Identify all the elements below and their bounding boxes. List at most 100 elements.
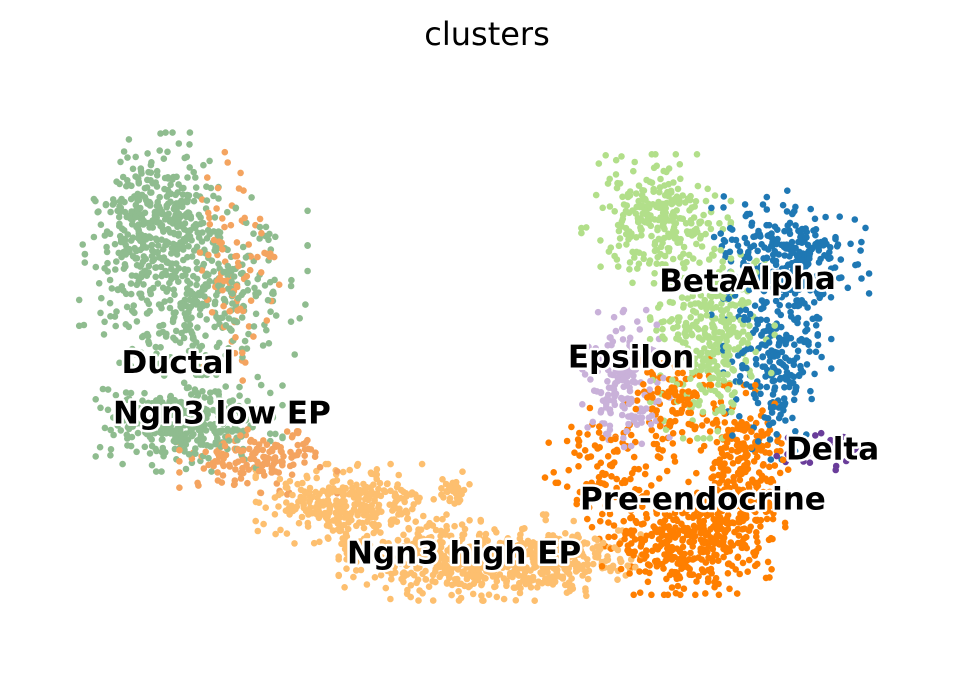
scatter-point [687,375,694,383]
scatter-point [102,201,110,209]
scatter-point [767,353,774,360]
scatter-point [814,331,822,338]
scatter-point [570,517,577,525]
scatter-point [587,376,594,383]
scatter-point [805,441,812,449]
scatter-point [726,585,733,593]
scatter-point [704,349,712,357]
scatter-point [673,207,680,214]
scatter-point [217,419,224,427]
scatter-point [677,253,684,261]
scatter-point [347,554,355,562]
scatter-point [602,497,610,504]
scatter-point [661,225,668,233]
scatter-point [763,254,771,262]
scatter-point [387,595,394,603]
scatter-point [715,505,722,512]
scatter-point [214,408,221,416]
scatter-point [634,389,642,397]
scatter-point [763,193,771,201]
scatter-point [364,512,371,519]
scatter-point [858,275,865,282]
scatter-point [716,220,723,227]
scatter-point [167,181,174,189]
scatter-point [633,234,640,241]
scatter-point [156,147,163,154]
scatter-point [203,197,211,204]
scatter-point [185,308,192,316]
scatter-point [202,332,209,340]
scatter-point [707,565,715,573]
scatter-point [713,486,721,493]
scatter-point [612,493,619,501]
scatter-point [596,423,603,430]
scatter-point [787,313,795,320]
cluster-label: Ngn3 high EP [347,535,581,571]
scatter-point [593,388,601,395]
scatter-point [689,307,697,315]
scatter-point [304,207,311,215]
scatter-point [663,575,670,583]
scatter-point [642,306,650,314]
scatter-point [708,555,716,562]
scatter-point [551,578,559,586]
scatter-point [621,535,628,543]
scatter-point [714,362,721,370]
scatter-point [674,185,682,193]
scatter-point [532,558,540,565]
scatter-point [226,308,233,315]
scatter-point [806,250,814,257]
scatter-point [766,463,773,471]
scatter-point [454,560,462,567]
scatter-point [154,242,162,249]
scatter-point [202,427,210,434]
scatter-point [810,299,818,306]
scatter-point [645,414,653,422]
scatter-point [199,420,207,427]
scatter-point [591,535,599,542]
scatter-point [225,410,232,417]
scatter-point [719,403,726,411]
scatter-point [235,262,242,270]
scatter-point [165,175,172,182]
scatter-point [429,597,437,604]
scatter-point [774,352,781,360]
scatter-point [183,198,191,206]
scatter-point [596,355,603,363]
scatter-point [221,223,228,231]
scatter-point [190,247,198,254]
scatter-point [744,460,751,467]
scatter-point [840,433,847,441]
scatter-point [619,395,626,403]
scatter-point [138,170,145,177]
scatter-point [628,412,635,420]
scatter-point [366,493,374,500]
scatter-point [124,177,131,184]
scatter-point [378,554,386,561]
scatter-point [760,275,767,282]
scatter-point [634,494,642,502]
scatter-point [768,475,775,483]
scatter-point [703,548,711,556]
scatter-point [336,527,344,535]
scatter-point [237,410,244,418]
scatter-point [729,432,736,439]
scatter-point [650,280,658,287]
scatter-point [371,574,379,581]
scatter-point [175,140,183,147]
scatter-point [720,204,727,211]
scatter-point [362,502,370,510]
scatter-point [694,435,701,442]
scatter-point [122,321,130,328]
scatter-point [646,386,653,393]
scatter-point [760,299,768,307]
scatter-point [171,230,178,238]
scatter-point [689,556,697,563]
scatter-point [150,407,157,414]
scatter-point [648,405,655,413]
scatter-point [152,343,160,351]
scatter-point [739,526,746,533]
scatter-point [739,559,747,567]
scatter-point [112,322,119,330]
scatter-point [742,467,749,474]
